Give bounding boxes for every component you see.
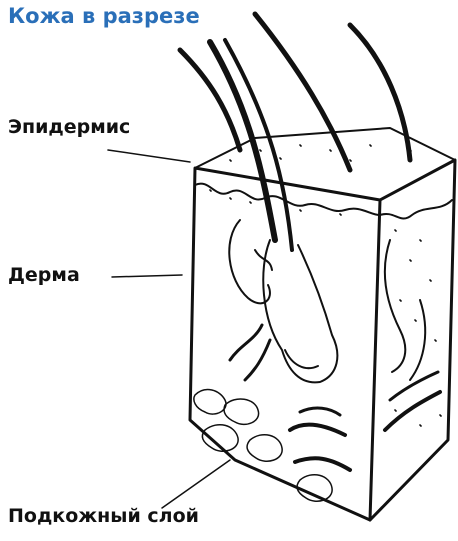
- label-subcutaneous: Подкожный слой: [8, 505, 199, 527]
- hair-follicle: [229, 220, 425, 382]
- subcutaneous-layer: [194, 390, 332, 502]
- dermis-vessels: [230, 325, 440, 470]
- pointer-lines: [108, 150, 230, 508]
- skin-block-outline: [190, 128, 455, 520]
- label-dermis: Дерма: [8, 264, 80, 286]
- label-epidermis: Эпидермис: [8, 116, 130, 138]
